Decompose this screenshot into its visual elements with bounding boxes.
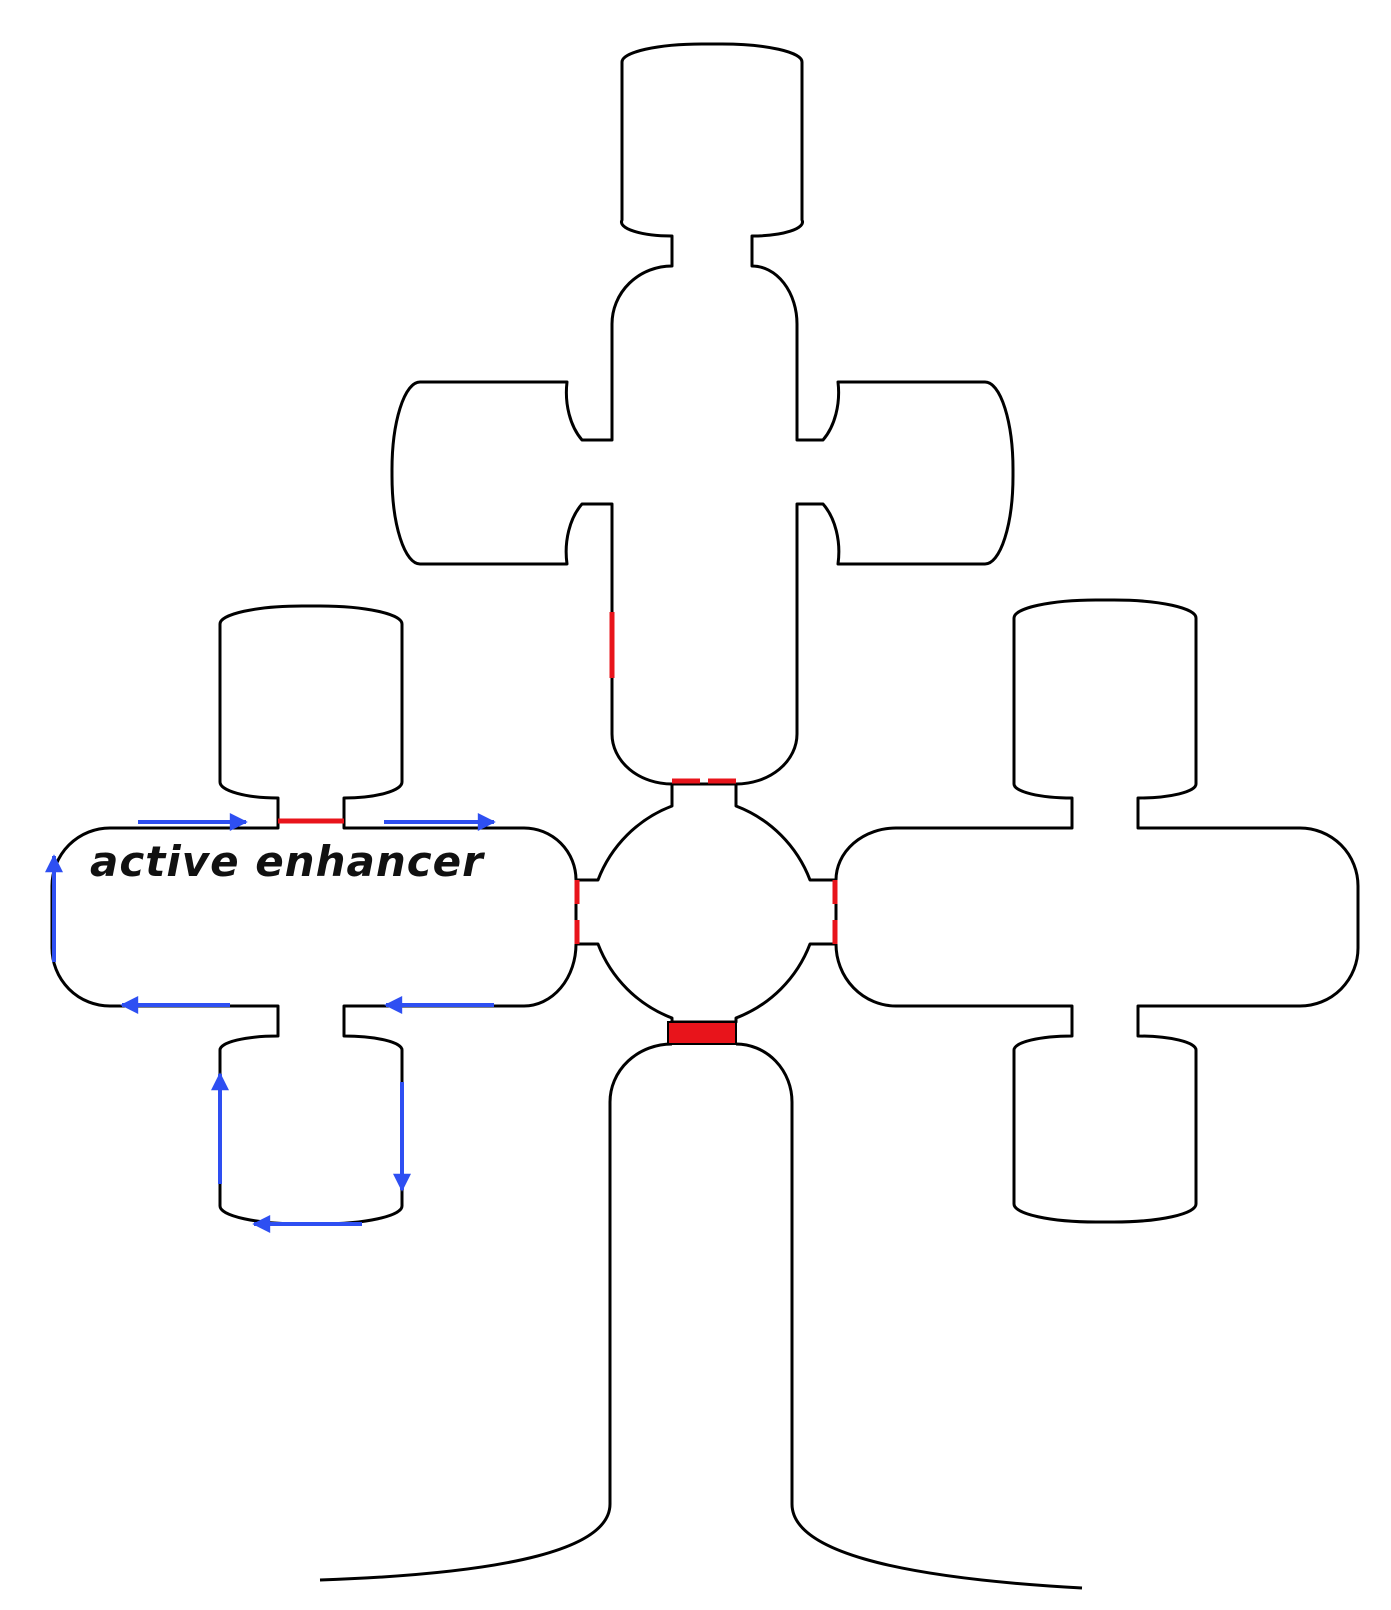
insulator-barriers [278, 612, 838, 1045]
left-domain-outline [50, 604, 578, 1226]
active-enhancer-label: active enhancer [90, 837, 485, 886]
loop-extrusion-arrows [45, 813, 496, 1233]
trunk-outline [319, 1042, 673, 1582]
right-domain-outline [834, 598, 1360, 1224]
barrier-hub-bottom-block [667, 1021, 737, 1045]
trunk-outline-right [735, 1042, 1083, 1590]
top-domain-outline [390, 42, 1015, 786]
central-hub-outline [574, 782, 838, 1024]
